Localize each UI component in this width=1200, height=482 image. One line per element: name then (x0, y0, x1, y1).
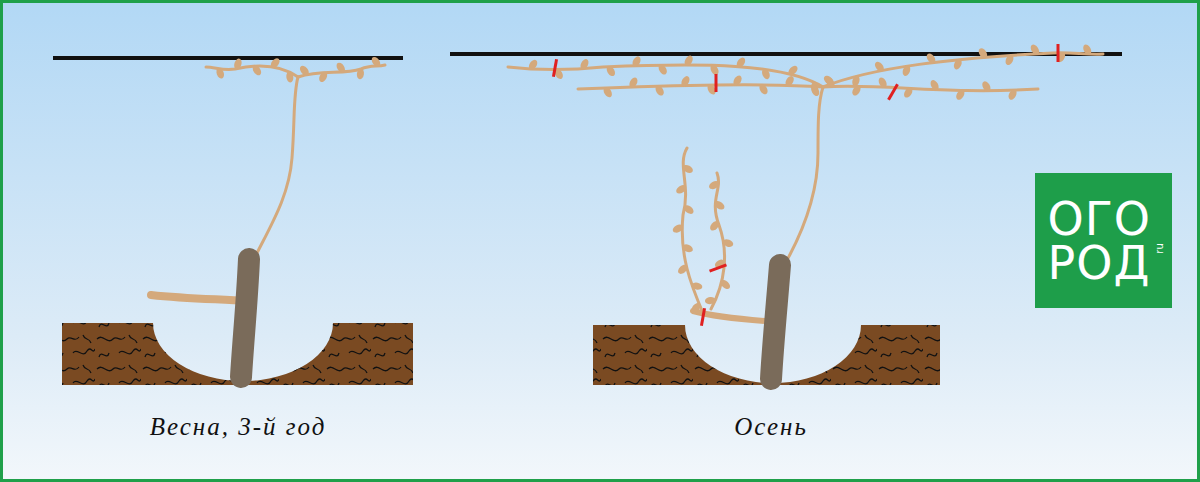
vine-bud (298, 64, 311, 77)
vine-bud (719, 278, 732, 291)
vine-bud (705, 296, 717, 304)
cut-mark (889, 84, 898, 100)
vine-bud (810, 84, 821, 97)
cut-mark (710, 265, 727, 271)
logo-domain: ru (1153, 243, 1164, 253)
vine-shoot (711, 173, 725, 309)
vine-bud (356, 68, 365, 80)
cut-mark (701, 308, 704, 326)
vine-bud (671, 223, 684, 234)
vine-shoot (782, 87, 823, 269)
vine-bud (902, 86, 914, 99)
vine-bud (925, 52, 937, 65)
vine-bud (761, 68, 772, 81)
vine-shoot (682, 148, 703, 313)
vine-bud (1029, 43, 1041, 56)
vine-bud (318, 70, 329, 83)
vine-bud (787, 64, 800, 77)
vine-bud (215, 67, 225, 80)
vine-bud (631, 55, 642, 68)
logo-box: ОГО РОД ru (1035, 173, 1172, 308)
cut-mark (715, 74, 718, 92)
vine-bud (690, 301, 702, 314)
vine-bud (683, 54, 695, 67)
vine-bud (675, 183, 688, 195)
soil (62, 323, 940, 385)
vine-bud (269, 57, 281, 70)
vine-bud (784, 75, 796, 88)
vine-bud (929, 79, 940, 92)
vine-bud (708, 219, 721, 232)
vine-bud (1004, 53, 1015, 66)
vine-bud (713, 199, 726, 211)
vine-bud (286, 71, 294, 83)
vine-bud (680, 75, 691, 88)
vine-bud (977, 47, 989, 60)
logo-text: ОГО РОД (1048, 197, 1148, 285)
vine-bud (954, 88, 966, 101)
vine-shoots (151, 43, 1103, 321)
vine-illustration (3, 3, 1197, 479)
vine-shoot (151, 295, 247, 301)
vine-bud (851, 84, 863, 97)
vine-bud (628, 76, 639, 89)
vine-shoot (251, 77, 298, 265)
vine-bud (1007, 88, 1018, 101)
vine-bud (691, 282, 703, 291)
vine-bud (676, 263, 689, 276)
vine-bud (654, 84, 666, 97)
vine-bud (758, 83, 770, 96)
trellis-wire (53, 56, 403, 60)
vine-bud (527, 58, 539, 71)
vine-stump (771, 265, 780, 379)
vine-bud (877, 76, 888, 89)
vine-bud (1082, 43, 1093, 56)
caption-label: Осень (734, 413, 808, 441)
vine-bud (681, 243, 694, 254)
vine-bud (370, 55, 382, 68)
vine-bud (901, 64, 912, 77)
caption-label: Весна, 3-й год (150, 413, 327, 441)
vine-bud (981, 80, 993, 93)
vine-bud (602, 86, 614, 99)
vine-bud (657, 63, 669, 76)
vine-bud (952, 58, 963, 71)
vine-bud (605, 65, 617, 78)
vine-bud (579, 58, 590, 71)
vine-bud (708, 179, 721, 190)
vine-stump (241, 259, 249, 377)
vine-bud (735, 56, 747, 69)
vine-bud (682, 203, 695, 215)
vine-bud (251, 64, 263, 77)
pruning-cuts (553, 44, 1058, 326)
cut-mark (553, 59, 556, 77)
vine-bud (722, 238, 735, 248)
vine-bud (873, 60, 885, 73)
vine-bud (732, 74, 744, 87)
vine-bud (335, 61, 347, 74)
vine-bud (824, 76, 836, 89)
vine-shoot (578, 85, 823, 89)
vine-bud (233, 58, 243, 71)
vine-bud (681, 163, 694, 174)
cut-mark (1057, 44, 1060, 62)
